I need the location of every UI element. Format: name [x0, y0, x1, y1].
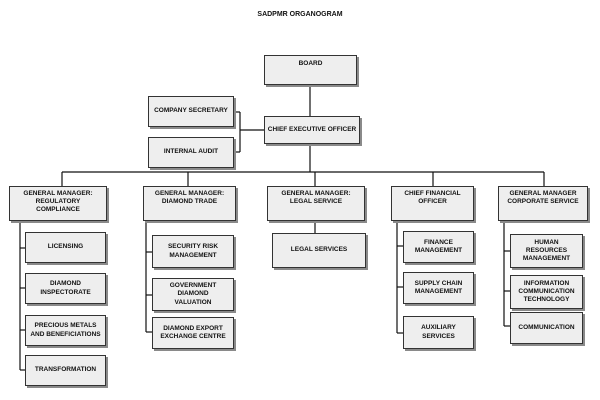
node-finance-management: FINANCE MANAGEMENT — [403, 231, 474, 263]
node-chief-financial-officer: CHIEF FINANCIAL OFFICER — [391, 186, 474, 221]
node-gm-corporate-service: GENERAL MANAGER CORPORATE SERVICE — [498, 186, 588, 221]
node-communication: COMMUNICATION — [510, 312, 583, 344]
node-information-communication-technology: INFORMATION COMMUNICATION TECHNOLOGY — [510, 275, 583, 309]
node-company-secretary: COMPANY SECRETARY — [148, 96, 234, 127]
node-gm-legal-service: GENERAL MANAGER: LEGAL SERVICE — [267, 186, 365, 221]
node-gm-diamond-trade: GENERAL MANAGER: DIAMOND TRADE — [143, 186, 236, 221]
node-precious-metals: PRECIOUS METALS AND BENEFICIATIONS — [25, 315, 106, 346]
node-auxiliary-services: AUXILIARY SERVICES — [403, 316, 474, 349]
node-security-risk-management: SECURITY RISK MANAGEMENT — [152, 235, 234, 268]
node-transformation: TRANSFORMATION — [25, 355, 106, 386]
node-supply-chain-management: SUPPLY CHAIN MANAGEMENT — [403, 272, 474, 304]
node-board: BOARD — [264, 55, 357, 85]
node-internal-audit: INTERNAL AUDIT — [148, 137, 234, 168]
node-gm-regulatory-compliance: GENERAL MANAGER: REGULATORY COMPLIANCE — [9, 186, 107, 221]
node-human-resources-management: HUMAN RESOURCES MANAGEMENT — [510, 234, 583, 268]
node-licensing: LICENSING — [25, 232, 106, 263]
node-government-diamond-valuation: GOVERNMENT DIAMOND VALUATION — [152, 278, 234, 311]
page-title: SADPMR ORGANOGRAM — [257, 11, 343, 18]
node-legal-services: LEGAL SERVICES — [272, 233, 366, 268]
node-diamond-inspectorate: DIAMOND INSPECTORATE — [25, 273, 106, 304]
node-ceo: CHIEF EXECUTIVE OFFICER — [264, 116, 360, 144]
node-diamond-export-exchange-centre: DIAMOND EXPORT EXCHANGE CENTRE — [152, 317, 234, 349]
